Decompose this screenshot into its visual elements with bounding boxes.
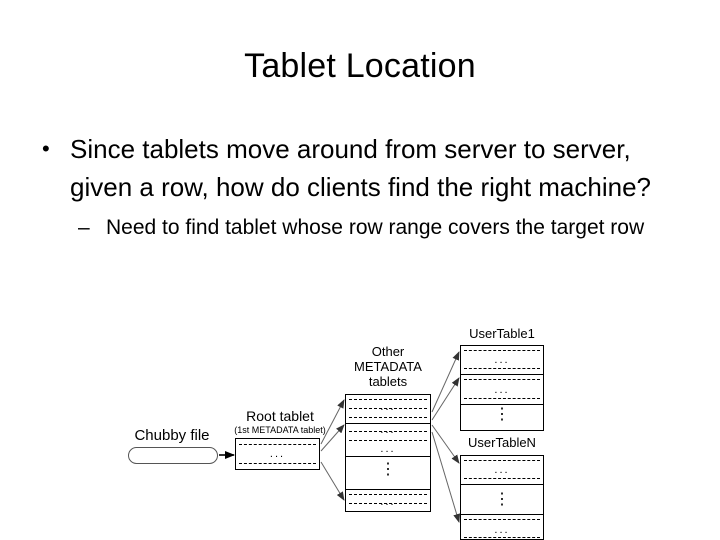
- tablet-row-divider: [464, 478, 540, 479]
- tablet-boundary: [461, 514, 543, 515]
- metadata-cell-ellipsis: ...: [380, 443, 396, 455]
- other-metadata-label-line3: tablets: [368, 374, 408, 389]
- tablet-boundary: [461, 374, 543, 375]
- tablet-row-divider: [349, 408, 427, 409]
- metadata-vertical-ellipsis: ⋮: [380, 461, 396, 478]
- chubby-file-node: [128, 447, 218, 464]
- bullet-level2-text: Need to find tablet whose row range cove…: [106, 216, 645, 239]
- tablet-row-divider: [464, 460, 540, 461]
- tablet-row-divider: [349, 417, 427, 418]
- user-table-1-label: UserTable1: [469, 326, 535, 341]
- other-metadata-label-line1: Other: [371, 344, 405, 359]
- user-table-n-label: UserTableN: [468, 435, 536, 450]
- bullet-level1: • Since tablets move around from server …: [34, 130, 694, 206]
- slide-body: • Since tablets move around from server …: [34, 130, 694, 243]
- tablet-row-divider: [464, 537, 540, 538]
- user-table-cell-ellipsis: ...: [494, 354, 510, 366]
- tablet-row-divider: [349, 503, 427, 504]
- other-metadata-label-line2: METADATA: [354, 359, 422, 374]
- tablet-row-divider: [464, 519, 540, 520]
- tablet-boundary: [346, 423, 430, 424]
- chubby-file-label: Chubby file: [134, 427, 210, 444]
- edge-root-to-metadata: [320, 424, 345, 452]
- user-table-cell-ellipsis: ...: [494, 384, 510, 396]
- page-title: Tablet Location: [244, 47, 476, 85]
- tablet-row-divider: [464, 368, 540, 369]
- tablet-row-divider: [349, 494, 427, 495]
- other-metadata-tablets-node: ... ... ... ⋮ ...: [345, 394, 431, 512]
- tablet-boundary: [461, 404, 543, 405]
- user-table-n-node: ... ⋮ ...: [460, 455, 544, 540]
- edge-metadata-to-usertablen: [431, 424, 460, 464]
- root-tablet-sublabel: (1st METADATA tablet): [234, 425, 326, 435]
- edge-root-to-metadata: [320, 399, 345, 445]
- tablet-row-divider: [349, 440, 427, 441]
- tablet-row-divider: [464, 398, 540, 399]
- root-tablet-cell-ellipsis: ...: [269, 448, 286, 460]
- metadata-cell-ellipsis: ...: [380, 424, 396, 436]
- bullet-level2: – Need to find tablet whose row range co…: [34, 212, 694, 243]
- tablet-row-divider: [349, 431, 427, 432]
- user-table-1-node: ... ... ⋮: [460, 345, 544, 431]
- edge-metadata-to-usertablen: [431, 431, 461, 523]
- bullet-marker-dash: –: [78, 216, 90, 239]
- tablet-row-divider: [464, 379, 540, 380]
- user-table-cell-ellipsis: ...: [494, 464, 510, 476]
- metadata-cell-ellipsis: ...: [380, 401, 396, 413]
- bullet-marker-dot: •: [42, 136, 50, 161]
- user-table-cell-ellipsis: ...: [494, 524, 510, 536]
- metadata-cell-ellipsis: ...: [380, 496, 396, 508]
- tablet-row-divider: [239, 444, 316, 445]
- root-tablet-node: ...: [235, 438, 320, 470]
- tablet-row-divider: [239, 463, 316, 464]
- tablet-boundary: [461, 484, 543, 485]
- edge-root-to-metadata: [320, 461, 345, 501]
- edge-metadata-to-usertable1: [431, 351, 460, 413]
- root-tablet-label: Root tablet: [246, 408, 314, 424]
- user-table-vertical-ellipsis: ⋮: [494, 406, 510, 423]
- edge-metadata-to-usertable1: [431, 377, 460, 421]
- tablet-row-divider: [464, 350, 540, 351]
- tablet-boundary: [346, 456, 430, 457]
- tablet-row-divider: [349, 399, 427, 400]
- user-table-vertical-ellipsis: ⋮: [494, 491, 510, 508]
- tablet-boundary: [346, 489, 430, 490]
- bullet-level1-text: Since tablets move around from server to…: [70, 134, 652, 202]
